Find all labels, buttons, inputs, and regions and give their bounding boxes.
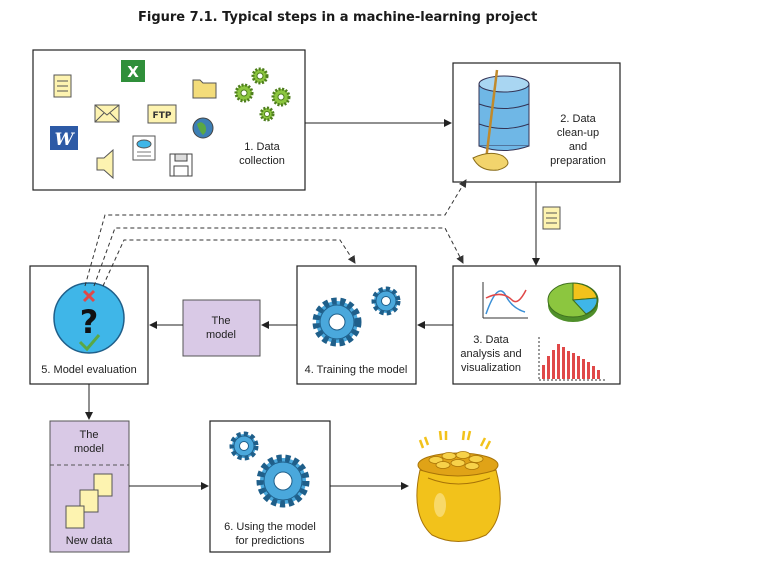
analysis-label-line2: analysis and — [460, 348, 521, 360]
envelope-icon — [94, 104, 120, 123]
speaker-icon — [96, 148, 114, 180]
new-data-label: New data — [66, 535, 113, 547]
evaluation-box: ? 5. Model evaluation — [29, 265, 149, 385]
checkmark-icon — [78, 334, 101, 352]
small-gear-icon — [371, 286, 401, 316]
svg-text:FTP: FTP — [153, 111, 172, 121]
training-label: 4. Training the model — [305, 364, 408, 376]
evaluation-label: 5. Model evaluation — [41, 364, 136, 376]
gears-icon — [234, 67, 291, 122]
model-box-line2: model — [206, 329, 236, 341]
cross-icon — [82, 289, 96, 303]
small-gear-icon-2 — [229, 431, 259, 461]
new-data-documents-icon — [65, 473, 113, 529]
data-collection-box: X FTP W — [32, 49, 306, 191]
document-icon-2 — [542, 206, 561, 230]
analysis-label-line3: visualization — [461, 362, 521, 374]
document-icon — [53, 74, 72, 98]
cleanup-label-line3: and — [569, 141, 587, 153]
large-gear-icon-2 — [256, 454, 310, 508]
collection-label-line2: collection — [239, 155, 285, 167]
model-newdata-line1: The — [80, 429, 99, 441]
pie-chart-icon — [547, 282, 599, 322]
model-newdata-line2: model — [74, 443, 104, 455]
analysis-label-line1: 3. Data — [473, 334, 509, 346]
globe-icon — [192, 117, 214, 139]
mop-icon — [472, 69, 509, 171]
feedback-dashed-arrows — [84, 179, 467, 287]
svg-text:X: X — [127, 63, 139, 81]
line-chart-icon — [482, 282, 528, 319]
collection-label-line1: 1. Data — [244, 141, 280, 153]
large-gear-icon — [312, 297, 362, 347]
database-icon — [478, 75, 530, 151]
model-box-line1: The — [212, 315, 231, 327]
floppy-disk-icon — [169, 153, 193, 177]
predictions-label-line1: 6. Using the model — [224, 521, 316, 533]
cleanup-label-line4: preparation — [550, 155, 606, 167]
histogram-icon — [538, 337, 606, 381]
folder-icon — [192, 79, 217, 99]
data-cleanup-box: 2. Data clean-up and preparation — [452, 62, 621, 183]
training-box: 4. Training the model — [296, 265, 417, 385]
cleanup-label-line2: clean-up — [557, 127, 599, 139]
predictions-label-line2: for predictions — [235, 535, 305, 547]
svg-text:?: ? — [80, 303, 99, 341]
figure-title: Figure 7.1. Typical steps in a machine-l… — [138, 10, 538, 25]
excel-icon: X — [121, 60, 145, 82]
ftp-icon: FTP — [147, 104, 177, 124]
predictions-box: 6. Using the model for predictions — [209, 420, 331, 553]
model-box: The model — [182, 299, 261, 357]
data-analysis-box: 3. Data analysis and visualization — [452, 265, 621, 385]
model-newdata-box: The model New data — [49, 420, 130, 553]
pot-of-gold-icon — [416, 430, 501, 542]
cleanup-label-line1: 2. Data — [560, 113, 596, 125]
word-icon: W — [50, 126, 78, 150]
web-page-icon — [132, 135, 156, 161]
svg-text:W: W — [54, 130, 75, 150]
evaluation-icon: ? — [53, 282, 125, 354]
